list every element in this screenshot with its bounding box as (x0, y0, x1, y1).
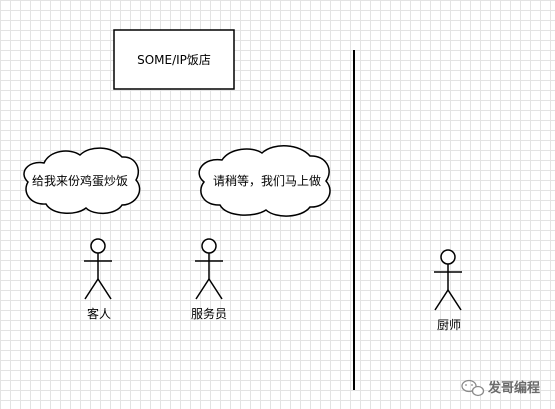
customer-bubble-text: 给我来份鸡蛋炒饭 (32, 173, 128, 188)
waiter-speech-bubble: 请稍等，我们马上做 (198, 145, 331, 217)
wechat-logo-icon (461, 379, 485, 397)
cloud-shape (198, 145, 331, 217)
customer-label: 客人 (87, 306, 111, 321)
cloud-shape (23, 147, 141, 214)
waiter-stick-figure-icon (195, 238, 223, 300)
waiter-bubble-text: 请稍等，我们马上做 (213, 173, 321, 188)
watermark: 发哥编程 (461, 379, 540, 397)
customer-stick-figure-icon (84, 238, 112, 300)
watermark-text: 发哥编程 (487, 380, 540, 396)
chef-label: 厨师 (437, 318, 461, 332)
chef-stick-figure-icon (434, 249, 462, 311)
waiter-label: 服务员 (191, 306, 227, 321)
title-box-label: SOME/IP饭店 (137, 53, 211, 67)
title-box-border (113, 29, 235, 90)
title-box: SOME/IP饭店 (113, 29, 235, 90)
customer-speech-bubble: 给我来份鸡蛋炒饭 (23, 147, 141, 214)
